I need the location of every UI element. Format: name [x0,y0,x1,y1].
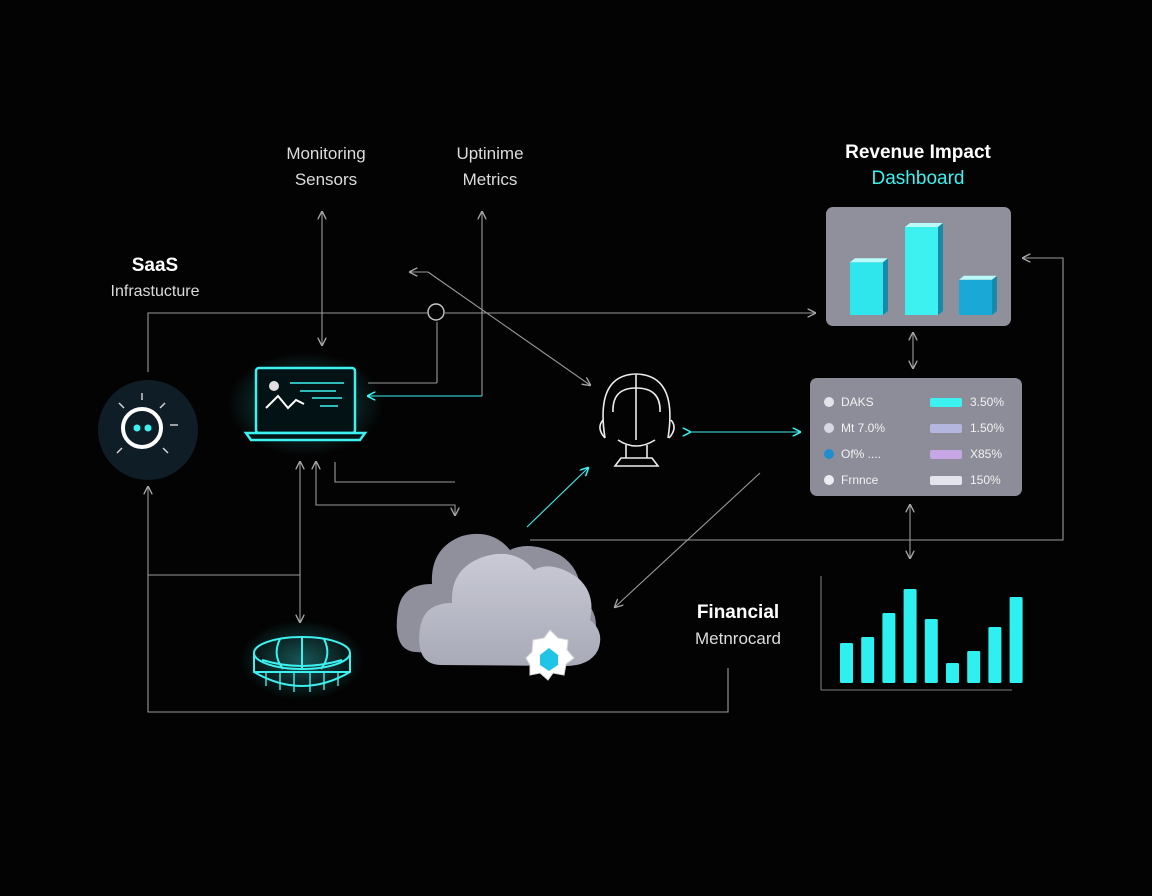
globe-icon [240,620,364,700]
row-name: Mt 7.0% [841,421,886,435]
dashboard-bar [959,279,992,315]
row-bar [930,476,962,485]
row-name: Frnnce [841,473,879,487]
metrics-table-card: DAKS 3.50% Mt 7.0% 1.50% Of% .... X85% Frnnce 1… [810,378,1022,496]
row-bar [930,450,962,459]
financial-bar [924,619,938,683]
row-dot [824,423,834,433]
row-value: 1.50% [970,421,1005,435]
row-dot [824,449,834,459]
monitoring-label-line2: Sensors [294,170,358,189]
financial-label-line2: Metnrocard [695,629,781,648]
laptop-icon [227,352,383,456]
dashboard-bar-side [938,223,943,315]
financial-bar [903,589,917,683]
revenue-label-line1: Revenue Impact [845,142,991,163]
row-dot [824,397,834,407]
dashboard-bar [905,227,938,315]
cloud-icon [396,533,601,681]
person-icon [599,373,675,467]
row-name: Of% .... [841,447,882,461]
financial-label-line1: Financial [696,602,780,623]
financial-bar [988,627,1002,683]
connector-lines [148,212,1064,713]
gauge-icon [98,380,198,480]
row-name: DAKS [841,395,874,409]
table-row: DAKS 3.50% [824,392,1014,414]
financial-bar [840,643,853,683]
dashboard-bar [850,262,883,315]
table-row: Of% .... X85% [824,444,1014,466]
financial-metrics-label: Financial Metnrocard [668,600,808,652]
row-value: X85% [970,447,1003,461]
row-dot [824,475,834,485]
revenue-label-line2: Dashboard [871,168,965,189]
row-value: 3.50% [970,395,1005,409]
revenue-dashboard-card [826,207,1011,326]
dashboard-bar-chart [850,223,997,315]
table-row: Mt 7.0% 1.50% [824,418,1014,440]
uptime-label-line2: Metrics [462,170,518,189]
uptime-metrics-label: Uptinime Metrics [430,141,550,193]
saas-label-line1: SaaS [131,255,179,276]
row-value: 150% [970,473,1001,487]
table-row: Frnnce 150% [824,470,1014,492]
dashboard-bar-top [959,275,997,280]
financial-bar [1009,597,1023,683]
financial-bar-chart [820,576,1023,691]
dashboard-bar-side [992,275,997,315]
row-bar [930,424,962,433]
financial-bar [861,637,875,683]
dashboard-bar-top [850,258,888,263]
monitoring-label-line1: Monitoring [286,144,366,163]
financial-bar [946,663,959,683]
financial-bar [882,613,896,683]
row-bar [930,398,962,407]
financial-bar [967,651,981,683]
revenue-dashboard-label: Revenue Impact Dashboard [818,140,1018,192]
saas-label-line2: Infrastucture [110,283,200,300]
monitoring-sensors-label: Monitoring Sensors [266,141,386,193]
dashboard-bar-side [883,258,888,315]
dashboard-bar-top [905,223,943,227]
saas-infrastructure-label: SaaS Infrastucture [90,253,220,305]
uptime-label-line1: Uptinime [456,144,524,163]
